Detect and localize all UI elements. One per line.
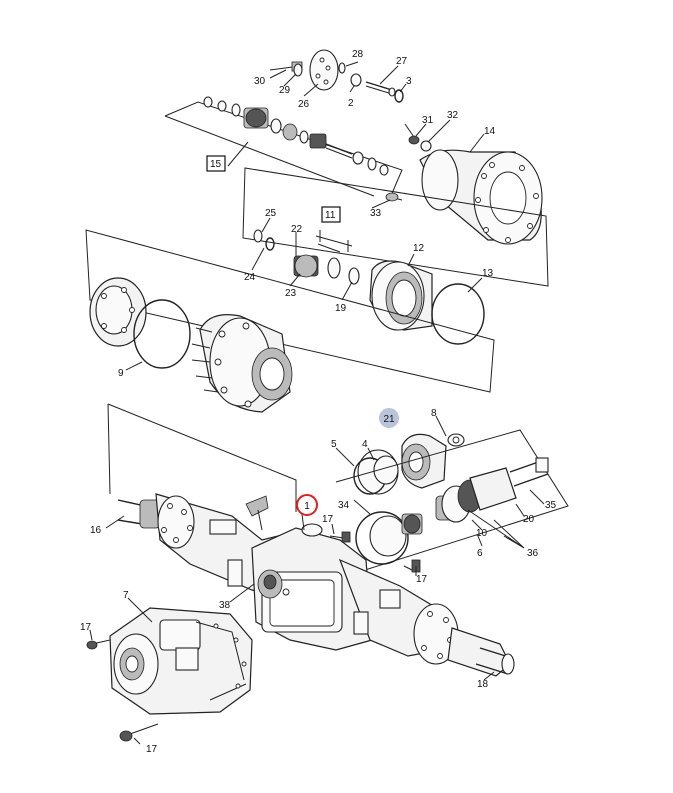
hub-flange-plate <box>89 277 191 369</box>
callout-3[interactable]: 3 <box>406 76 412 87</box>
callout-9[interactable]: 9 <box>118 368 124 379</box>
callout-19[interactable]: 19 <box>335 303 347 314</box>
axle-housing <box>117 493 515 677</box>
callout-34[interactable]: 34 <box>338 500 350 511</box>
callout-31[interactable]: 31 <box>422 115 434 126</box>
callout-5[interactable]: 5 <box>331 439 337 450</box>
callout-12[interactable]: 12 <box>413 243 425 254</box>
callout-10[interactable]: 10 <box>476 528 488 539</box>
callout-11[interactable]: 11 <box>325 210 336 221</box>
callout-35[interactable]: 35 <box>545 500 557 511</box>
highlight-1 <box>296 494 318 516</box>
callout-25[interactable]: 25 <box>265 208 277 219</box>
callout-38[interactable]: 38 <box>219 600 231 611</box>
wheel-hub <box>191 314 293 413</box>
callout-17a[interactable]: 17 <box>322 514 334 525</box>
callout-4[interactable]: 4 <box>362 439 368 450</box>
ref-box-11 <box>321 206 341 223</box>
callout-18[interactable]: 18 <box>477 679 489 690</box>
callout-32[interactable]: 32 <box>447 110 459 121</box>
callout-30[interactable]: 30 <box>254 76 266 87</box>
callout-6[interactable]: 6 <box>477 548 483 559</box>
pinion-group <box>401 457 549 535</box>
callout-8[interactable]: 8 <box>431 408 437 419</box>
callout-28[interactable]: 28 <box>352 49 364 60</box>
planet-shaft-group <box>164 49 432 199</box>
callout-29[interactable]: 29 <box>279 85 291 96</box>
callout-17d[interactable]: 17 <box>146 744 158 755</box>
highlight-21 <box>379 408 399 428</box>
callout-labels: 1 2 3 4 5 6 7 8 9 10 11 12 13 14 15 16 1… <box>80 49 557 755</box>
shaft-bearings <box>203 96 389 176</box>
callout-13[interactable]: 13 <box>482 268 494 279</box>
callout-27[interactable]: 27 <box>396 56 408 67</box>
callout-17b[interactable]: 17 <box>416 574 428 585</box>
planetary-gear-group <box>253 229 485 345</box>
callout-17c[interactable]: 17 <box>80 622 92 633</box>
callout-21[interactable]: 21 <box>383 414 395 425</box>
leader-lines <box>89 61 545 745</box>
callout-14[interactable]: 14 <box>484 126 496 137</box>
callout-36[interactable]: 36 <box>527 548 539 559</box>
callout-22[interactable]: 22 <box>291 224 303 235</box>
callout-24[interactable]: 24 <box>244 272 256 283</box>
callout-16[interactable]: 16 <box>90 525 102 536</box>
diff-bearing-group <box>353 433 465 495</box>
callout-2[interactable]: 2 <box>348 98 354 109</box>
hub-cover <box>419 149 543 245</box>
callout-1[interactable]: 1 <box>304 501 310 512</box>
ref-box-15 <box>206 155 226 172</box>
callout-15[interactable]: 15 <box>210 159 222 170</box>
callout-33[interactable]: 33 <box>370 208 382 219</box>
callout-23[interactable]: 23 <box>285 288 297 299</box>
callout-7[interactable]: 7 <box>123 590 129 601</box>
callout-26[interactable]: 26 <box>298 99 310 110</box>
callout-20[interactable]: 20 <box>523 514 535 525</box>
differential-carrier <box>109 607 253 715</box>
